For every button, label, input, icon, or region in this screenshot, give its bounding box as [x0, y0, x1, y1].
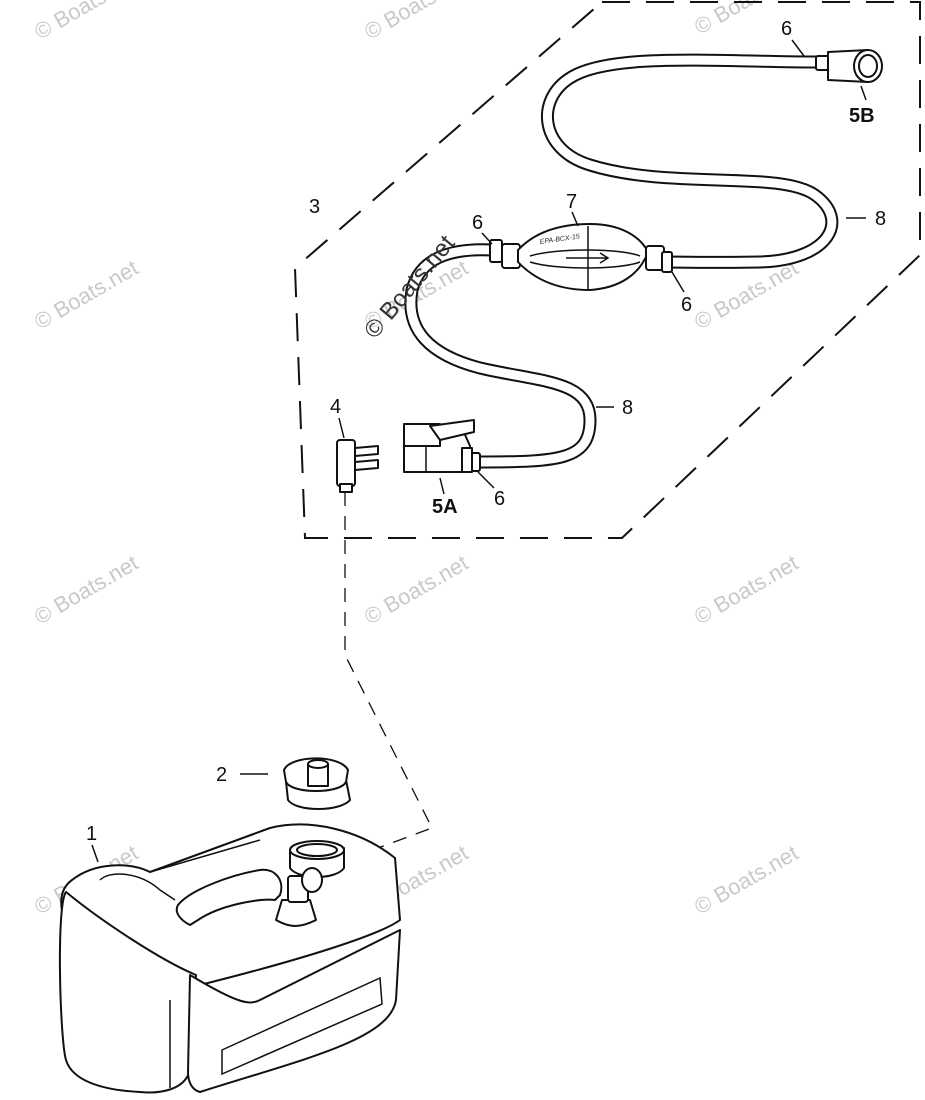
callout-6-bulb-right: 6: [681, 294, 692, 316]
tank-side-face: [187, 929, 401, 1093]
leader-5a: [439, 477, 445, 495]
fuel-hose-lower-core: [406, 245, 595, 467]
fuel-cap: [283, 757, 351, 810]
watermark: © Boats.net: [360, 550, 472, 629]
fitting-5a-latch: [403, 423, 441, 447]
leader-6-top: [791, 39, 805, 57]
callout-5a: 5A: [432, 496, 458, 518]
leader-6-bulb-left: [481, 232, 493, 245]
tank-handle: [175, 868, 283, 926]
callout-7: 7: [566, 191, 577, 213]
primer-bulb: EPA-BCX-15: [489, 223, 673, 291]
leader-1: [91, 844, 99, 863]
watermark: © Boats.net: [30, 255, 142, 334]
connector-thread: [339, 483, 353, 493]
callout-3: 3: [309, 196, 320, 218]
bulb-body: [517, 223, 649, 291]
leader-6-bulb-right: [671, 271, 685, 293]
watermark: © Boats.net: [30, 0, 142, 44]
watermark: © Boats.net: [360, 0, 472, 44]
callout-layer: 6 5B 3 7 6 8 6 4 8 5A 6 2 1: [86, 18, 886, 863]
bulb-ridge-top: [529, 249, 641, 257]
watermark: © Boats.net: [690, 550, 802, 629]
callout-8-lower: 8: [622, 397, 633, 419]
leader-6-bottom: [477, 471, 495, 489]
callout-8-upper: 8: [875, 208, 886, 230]
callout-6-top: 6: [781, 18, 792, 40]
bulb-ridge-bottom: [529, 261, 641, 269]
fitting-5b: [815, 49, 883, 83]
tank-front-face: [58, 891, 197, 1094]
cap-handle-top: [307, 759, 329, 769]
tank-filler-inner: [296, 843, 338, 857]
leader-5b: [860, 85, 867, 101]
fuel-tank: [58, 823, 401, 1094]
tank-rim-left: [99, 873, 176, 901]
leader-7: [571, 211, 579, 227]
connector-pin-bottom: [354, 459, 379, 471]
callout-1: 1: [86, 823, 97, 845]
callout-6-bottom: 6: [494, 488, 505, 510]
tank-fitting-port: [301, 867, 323, 893]
fitting-5b-opening: [858, 54, 878, 78]
callout-5b: 5B: [849, 105, 875, 127]
tank-label-recess: [221, 976, 383, 1076]
connector-to-tank-leader: [339, 492, 433, 863]
assembly-boundary: [293, 1, 921, 539]
bulb-flow-arrow-icon: [566, 252, 610, 264]
leader-4: [338, 417, 345, 439]
callout-6-bulb-left: 6: [472, 212, 483, 234]
connector-body: [336, 439, 356, 487]
tank-rim-top: [149, 839, 261, 873]
fitting-5a: [403, 419, 481, 473]
callout-4: 4: [330, 396, 341, 418]
watermark: © Boats.net: [30, 550, 142, 629]
watermark: © Boats.net: [690, 840, 802, 919]
fitting-5a-nipple: [461, 447, 473, 473]
connector-4: [336, 439, 379, 493]
clamp-bulb-right: [661, 251, 673, 273]
tank-fitting-base: [275, 899, 317, 927]
callout-2: 2: [216, 764, 227, 786]
fuel-hose-upper-core: [542, 55, 837, 267]
connector-pin-top: [354, 445, 379, 457]
fitting-5a-lever: [429, 419, 475, 441]
